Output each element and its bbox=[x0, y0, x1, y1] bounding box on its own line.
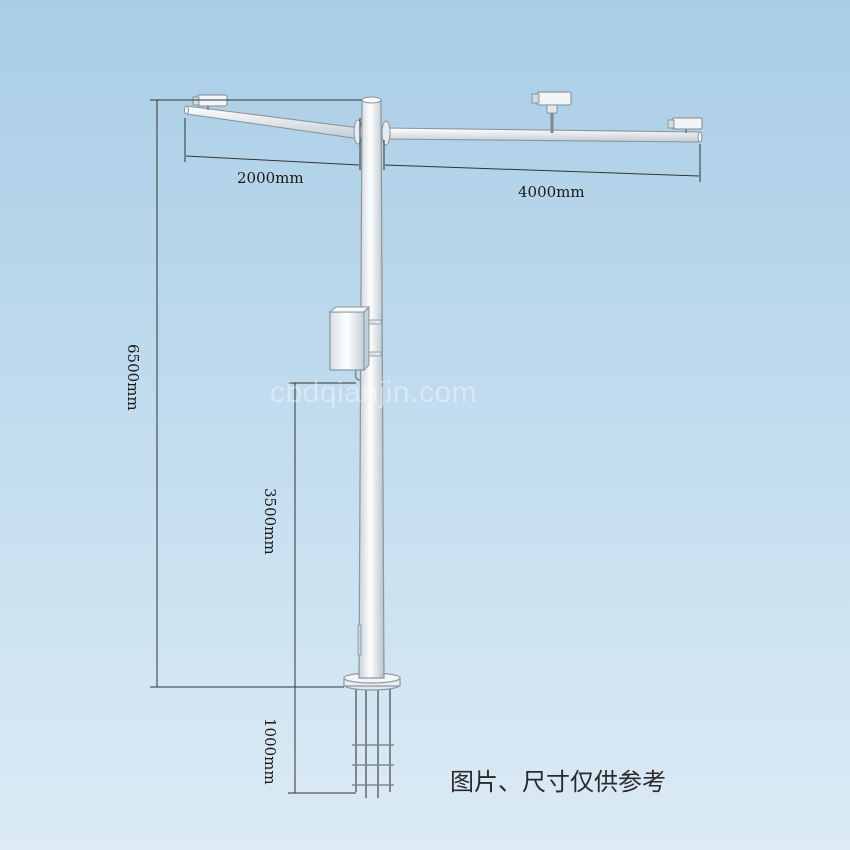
cctv-camera-icon bbox=[531, 91, 572, 133]
reference-caption: 图片、尺寸仅供参考 bbox=[450, 768, 666, 796]
electrical-box-icon bbox=[328, 305, 382, 381]
right-arm bbox=[383, 127, 703, 143]
dimension-lines bbox=[150, 99, 701, 794]
left-arm bbox=[184, 105, 361, 140]
foundation-anchors bbox=[352, 688, 394, 798]
foundation-depth-dimension: 1000mm bbox=[261, 718, 279, 785]
watermark: cbdqianjin.com bbox=[270, 376, 478, 409]
cctv-camera-icon bbox=[667, 117, 703, 133]
right-arm-dimension: 4000mm bbox=[518, 183, 585, 201]
total-height-dimension: 6500mm bbox=[124, 344, 142, 411]
main-pole bbox=[357, 96, 385, 679]
box-height-dimension: 3500mm bbox=[261, 488, 279, 555]
left-arm-dimension: 2000mm bbox=[237, 169, 304, 187]
